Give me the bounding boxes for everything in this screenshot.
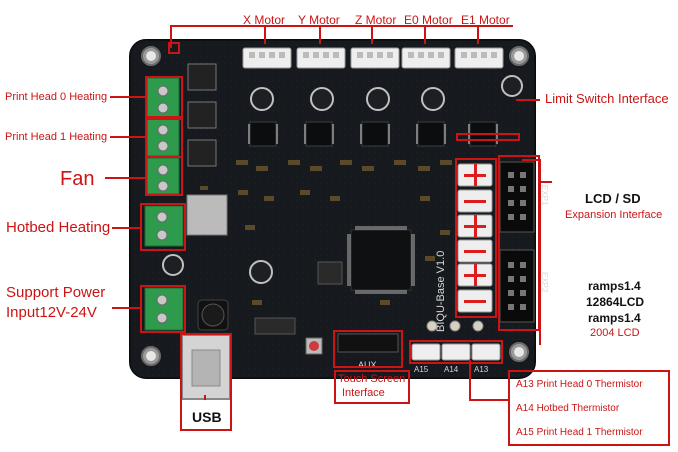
head1-terminal-box	[145, 116, 183, 158]
touch-screen-label-line1: Touch Screen	[338, 373, 406, 385]
pin-headers	[254, 261, 399, 353]
limit-switch-box	[456, 133, 520, 141]
e1-motor-label: E1 Motor	[461, 13, 510, 27]
print-head-0-heating-label: Print Head 0 Heating	[5, 91, 108, 103]
ramps-2004-label: ramps1.4	[588, 311, 641, 325]
lcd-12864-label: 12864LCD	[586, 295, 645, 309]
ramps-12864-label: ramps1.4	[588, 279, 641, 293]
thermistor-connectors	[411, 343, 501, 361]
usb-box	[180, 333, 232, 431]
touch-screen-label-line2: Interface	[342, 387, 385, 399]
usb-label: USB	[192, 409, 222, 425]
smd-components	[200, 160, 452, 305]
a13-thermistor-label: A13 Print Head 0 Thermistor	[516, 379, 643, 390]
aux-box	[333, 330, 403, 368]
leader-lines	[105, 25, 552, 401]
usb-port	[181, 334, 231, 400]
inductor	[197, 299, 229, 331]
a15-thermistor-label: A15 Print Head 1 Thermistor	[516, 427, 643, 438]
thermistor-box	[409, 340, 503, 364]
touch-screen-label-box	[334, 370, 410, 404]
print-head-1-heating-label: Print Head 1 Heating	[5, 131, 108, 143]
thermistor-legend-box	[508, 370, 670, 446]
fan-terminal-box	[145, 156, 183, 196]
y-motor-label: Y Motor	[298, 13, 340, 27]
aux-silkscreen: AUX	[358, 360, 377, 370]
hotbed-terminal-box	[140, 203, 186, 251]
mosfets	[186, 63, 228, 236]
endstop-column-box	[455, 158, 497, 318]
a14-silkscreen: A14	[444, 365, 459, 374]
z-motor-label: Z Motor	[355, 13, 397, 27]
x-motor-label: X Motor	[243, 13, 286, 27]
e0-motor-label: E0 Motor	[404, 13, 453, 27]
microcontroller-chip	[347, 226, 415, 294]
a13-silkscreen: A13	[474, 365, 489, 374]
lcd-sd-label: LCD / SD	[585, 191, 641, 206]
power-terminal-box	[140, 285, 186, 333]
lcd-2004-label: 2004 LCD	[590, 327, 640, 339]
hotbed-heating-label: Hotbed Heating	[6, 219, 111, 236]
board-brand-silkscreen: BIQU-Base V1.0	[435, 251, 447, 332]
reset-button	[305, 337, 323, 355]
exp2-silkscreen: EXP2	[540, 272, 549, 293]
power-label-line2: Input12V-24V	[6, 304, 97, 321]
capacitors	[162, 75, 523, 284]
a14-thermistor-label: A14 Hotbed Thermistor	[516, 403, 620, 414]
head0-terminal-box	[145, 76, 183, 120]
fan-label: Fan	[60, 168, 95, 190]
limit-switch-label: Limit Switch Interface	[545, 91, 669, 106]
exp1-silkscreen: EXP1	[540, 185, 549, 206]
motor-connectors-box	[168, 42, 180, 54]
a15-silkscreen: A15	[414, 365, 429, 374]
mounting-holes	[141, 46, 529, 366]
exp-connectors	[499, 161, 535, 323]
power-label-line1: Support Power	[6, 284, 106, 301]
expansion-interface-label: Expansion Interface	[565, 209, 663, 221]
exp-column-box	[498, 155, 540, 331]
